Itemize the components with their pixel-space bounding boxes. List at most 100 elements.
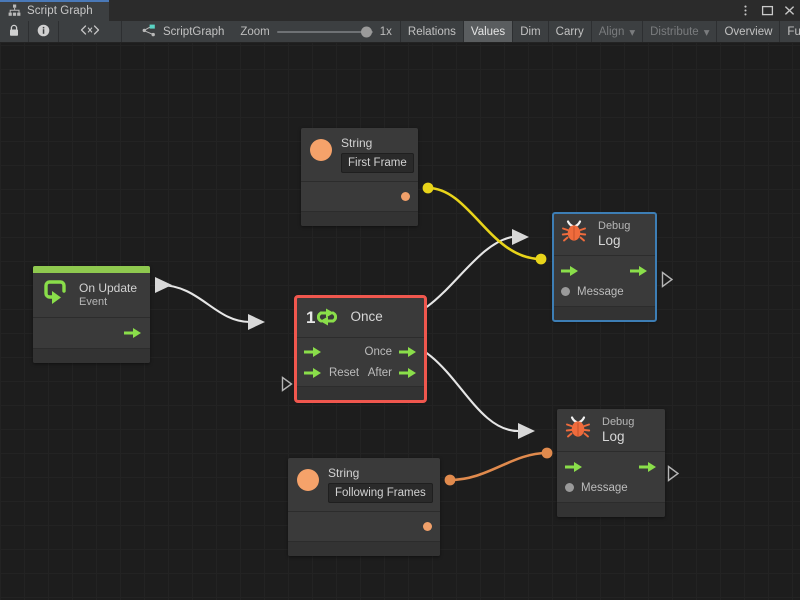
string-value-field[interactable]: First Frame [341,153,414,173]
toolbar-button-carry[interactable]: Carry [548,21,592,42]
chevron-down-icon: ▾ [703,26,710,39]
zoom-slider-track [276,30,373,33]
window-titlebar: Script Graph [0,0,800,21]
value-port-dot-icon [565,483,574,492]
bug-icon [561,218,589,249]
loop-arrow-icon [40,278,70,311]
zoom-slider[interactable] [276,26,373,38]
string-value-field[interactable]: Following Frames [328,483,433,503]
node-footer [301,212,418,226]
once-badge: 1 [306,307,316,327]
flow-arrow-icon [561,265,578,276]
node-title: Debug [598,219,631,232]
toolbar-button-carry-label: Carry [555,25,584,38]
node-header-texts: String Following Frames [328,466,433,503]
input-port-message-label: Message [577,285,624,298]
flow-arrow-icon [630,265,647,276]
unconnected-output-triangle-debug-log-2[interactable] [667,465,680,482]
lock-icon [8,24,20,40]
node-once[interactable]: 1 Once [294,295,427,403]
node-header: String Following Frames [288,458,440,512]
toolbar-button-dim-label: Dim [520,25,541,38]
node-string-first-frame[interactable]: String First Frame [301,128,418,226]
zoom-label: Zoom [240,25,270,38]
node-footer [33,349,150,363]
toolbar-button-full-screen[interactable]: Full Screen [780,21,800,42]
input-port-reset[interactable]: Reset [304,367,359,379]
flow-arrow-icon [639,461,656,472]
kebab-menu-icon[interactable] [739,4,752,17]
output-port-once-label: Once [364,345,393,358]
node-title: Once [350,309,383,324]
output-port-row [301,182,418,211]
node-title: String [341,136,373,150]
graph-name-field[interactable]: ScriptGraph [130,21,235,42]
node-body: Once Reset [296,338,425,387]
node-subtitle: Log [602,428,625,444]
output-port-exit[interactable] [630,265,648,277]
toolbar-button-align[interactable]: Align ▾ [591,21,644,42]
node-title: On Update [79,280,138,295]
toolbar-button-overview[interactable]: Overview [717,21,781,42]
flow-arrow-icon [124,328,141,338]
port-row-flow [557,456,665,477]
node-body: Message [557,452,665,503]
info-button[interactable] [29,21,59,42]
output-port-row [33,318,150,348]
toolbar-button-overview-label: Overview [724,25,773,38]
toolbar-gap [122,21,130,42]
node-string-following-frames[interactable]: String Following Frames [288,458,440,556]
output-port-after[interactable]: After [368,367,417,379]
node-body [301,182,418,212]
value-port-dot-icon [423,522,432,531]
output-port-value[interactable] [423,522,432,531]
toolbar-button-values[interactable]: Values [463,21,514,42]
tab-script-graph[interactable]: Script Graph [0,0,109,21]
unconnected-input-triangle-once-reset[interactable] [281,376,293,392]
maximize-icon[interactable] [761,4,774,17]
input-port-message[interactable]: Message [561,286,624,298]
string-circle-icon [297,469,319,491]
zoom-value-label: 1x [379,25,392,38]
value-port-dot-icon [401,192,410,201]
port-row-message: Message [557,477,665,498]
graph-toolbar: ScriptGraph Zoom 1x Relations Values Dim… [0,21,800,43]
unconnected-output-triangle-debug-log-1[interactable] [661,271,674,288]
input-port-enter[interactable] [304,346,322,358]
code-view-button[interactable] [59,21,122,42]
output-port-after-label: After [367,366,392,379]
node-header-texts: Debug Log [602,415,634,445]
input-port-enter[interactable] [565,461,583,473]
zoom-control[interactable]: Zoom 1x [234,21,401,42]
node-on-update[interactable]: On Update Event [33,266,150,363]
string-circle-icon [310,139,332,161]
output-port-exit[interactable] [639,461,657,473]
node-header: On Update Event [33,273,150,318]
port-row-once: Once [296,341,425,362]
input-port-message[interactable]: Message [565,482,628,494]
toolbar-button-distribute[interactable]: Distribute ▾ [643,21,718,42]
zoom-slider-knob[interactable] [360,26,372,37]
node-debug-log-1[interactable]: Debug Log [552,212,657,322]
output-port-value[interactable] [401,192,410,201]
bug-icon [565,414,593,445]
graph-canvas[interactable]: String First Frame [0,43,800,600]
graph-hierarchy-icon [8,4,21,17]
output-port-once[interactable]: Once [365,346,418,358]
node-body: Message [553,256,656,307]
close-icon[interactable] [783,4,796,17]
node-body [288,512,440,542]
node-subtitle: Log [598,232,621,248]
output-port-flow[interactable] [124,327,142,339]
node-accent-bar [33,266,150,273]
lock-button[interactable] [0,21,29,42]
input-port-enter[interactable] [561,265,579,277]
node-header: Debug Log [557,409,665,452]
port-row-message: Message [553,281,656,302]
node-header: String First Frame [301,128,418,182]
toolbar-button-relations[interactable]: Relations [400,21,464,42]
node-debug-log-2[interactable]: Debug Log [557,409,665,517]
scriptgraph-icon [142,24,156,40]
toolbar-button-dim[interactable]: Dim [513,21,549,42]
